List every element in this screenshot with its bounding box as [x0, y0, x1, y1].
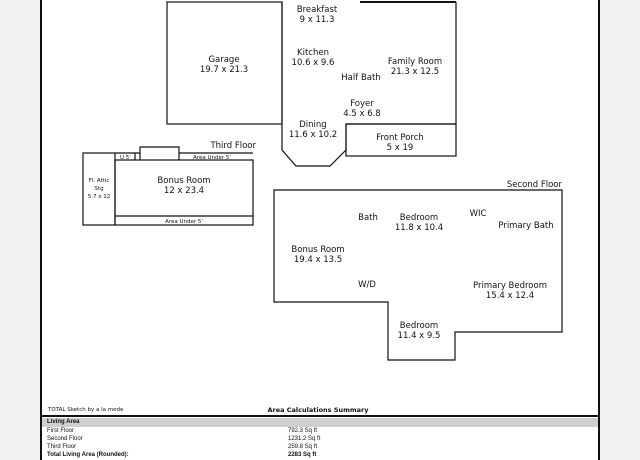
room-label: WIC: [470, 209, 487, 219]
table-row: First Floor 792.3 Sq ft: [42, 427, 598, 435]
room-label: W/D: [358, 280, 376, 290]
room-size: 12 x 23.4: [164, 186, 204, 196]
room-label: Family Room: [388, 57, 442, 67]
room-label: Bonus Room: [157, 176, 210, 186]
dormer-outline: [139, 146, 180, 160]
room-label: Half Bath: [341, 73, 380, 83]
row-label: Total Living Area (Rounded):: [47, 452, 129, 458]
floor-title: Second Floor: [507, 180, 563, 190]
room-size: 9 x 11.3: [300, 15, 335, 25]
row-value: 1231.2 Sq ft: [288, 436, 321, 442]
room-size: 5.7 x 12: [88, 194, 111, 200]
room-size: 21.3 x 12.5: [391, 67, 439, 77]
room-label: Breakfast: [297, 5, 338, 15]
row-label: Third Floor: [47, 444, 77, 450]
room-label: Fl. Attic: [89, 178, 110, 184]
area-note: Area Under 5': [193, 155, 231, 161]
first-floor-outline: [281, 2, 457, 167]
summary-title: Area Calculations Summary: [267, 406, 369, 414]
row-label: Second Floor: [47, 436, 83, 442]
table-row-total: Total Living Area (Rounded): 2283 Sq ft: [42, 451, 598, 459]
row-value: 792.3 Sq ft: [288, 428, 318, 434]
room-size: 19.7 x 21.3: [200, 65, 248, 75]
room-label: Primary Bath: [498, 221, 553, 231]
room-label: Bonus Room: [291, 245, 344, 255]
room-label: Bedroom: [400, 321, 438, 331]
front-porch-outline: [345, 123, 457, 157]
room-label: Primary Bedroom: [473, 281, 547, 291]
room-label: Front Porch: [376, 133, 424, 143]
room-label: Garage: [208, 55, 239, 65]
room-size: 19.4 x 13.5: [294, 255, 342, 265]
row-label: First Floor: [47, 428, 74, 434]
room-label: Bedroom: [400, 213, 438, 223]
second-floor-outline: [273, 189, 563, 361]
room-size: 4.5 x 6.8: [343, 109, 380, 119]
sketch-credit: TOTAL Sketch by a la mode: [47, 407, 124, 413]
attic-outline: [82, 152, 116, 226]
table-row: Second Floor 1231.2 Sq ft: [42, 435, 598, 443]
area-note: U 5': [120, 155, 131, 161]
row-value: 259.8 Sq ft: [288, 444, 318, 450]
sketch-sheet: [40, 0, 600, 460]
room-size: 11.8 x 10.4: [395, 223, 443, 233]
area-table-header: Living Area: [42, 418, 598, 427]
room-size: 5 x 19: [387, 143, 414, 153]
room-label: Bath: [358, 213, 378, 223]
room-size: 11.4 x 9.5: [398, 331, 441, 341]
room-label: Kitchen: [297, 48, 329, 58]
area-table: Living Area First Floor 792.3 Sq ft Seco…: [42, 418, 598, 460]
room-size: 10.6 x 9.6: [292, 58, 335, 68]
room-size: 15.4 x 12.4: [486, 291, 534, 301]
room-label: Dining: [299, 120, 326, 130]
room-label: Stg: [94, 186, 103, 192]
row-value: 2283 Sq ft: [288, 452, 317, 458]
table-row: Third Floor 259.8 Sq ft: [42, 443, 598, 451]
room-label: Foyer: [350, 99, 374, 109]
room-size: 11.6 x 10.2: [289, 130, 337, 140]
floor-title: Third Floor: [209, 141, 256, 151]
area-note: Area Under 5': [165, 219, 203, 225]
